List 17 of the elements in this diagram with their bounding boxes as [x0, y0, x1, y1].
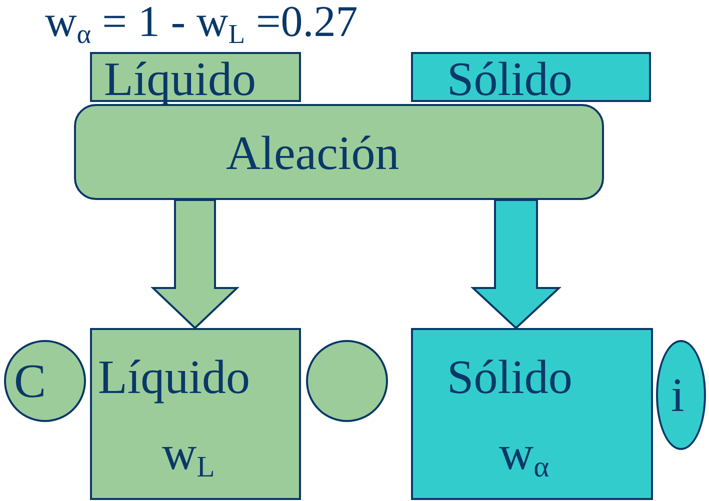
phase-box [90, 52, 301, 102]
block-arrow [470, 199, 562, 330]
block-arrow [150, 199, 240, 330]
formula: w$_{α}$ = 1 - w$_{L}$ =0.27 [45, 0, 358, 48]
phase-box [411, 52, 651, 102]
phase-box [411, 328, 653, 500]
phase-name: Líquido [98, 354, 250, 402]
phase-name: Sólido [447, 354, 572, 402]
phase-name: Aleación [226, 130, 400, 178]
alloy-box [74, 104, 604, 200]
phase-box [90, 328, 301, 500]
phase-name: C [14, 358, 46, 406]
mass-fraction: w$_{L}$ [162, 430, 215, 482]
phase-name: Líquido [104, 56, 256, 104]
mass-fraction: w$_{α}$ [499, 430, 550, 482]
phase-name: Sólido [447, 56, 572, 104]
phase-name: i [671, 372, 684, 420]
